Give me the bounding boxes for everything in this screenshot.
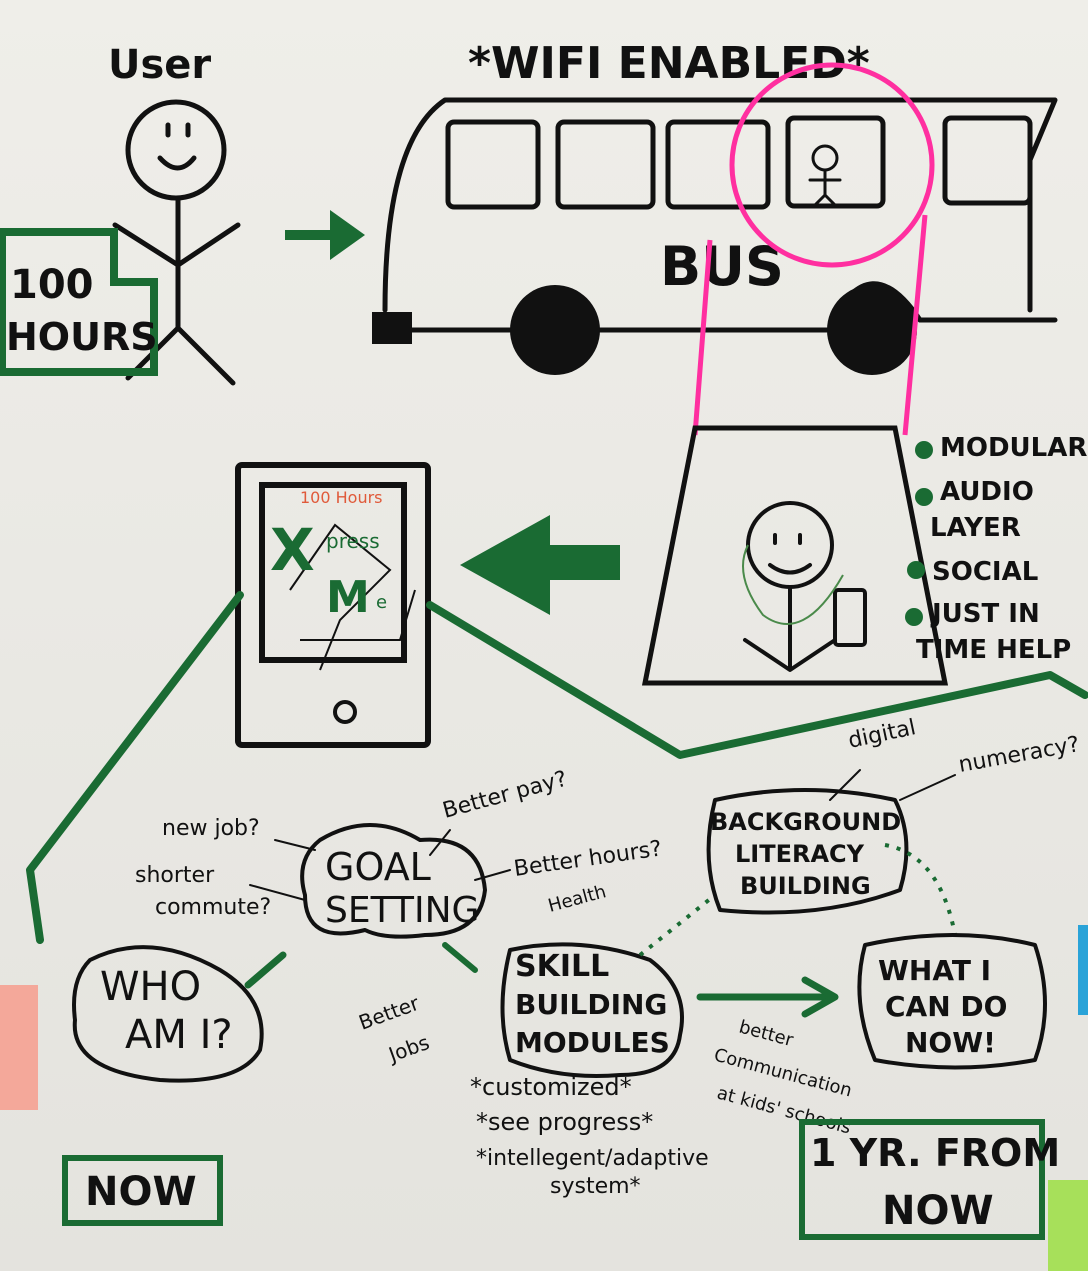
arrow-left-icon — [460, 515, 620, 615]
outcome-bubble — [857, 933, 1047, 1070]
goal-shorter: shorter — [135, 863, 215, 888]
goal-better-hours: Better hours? — [512, 836, 663, 881]
bg-line2: LITERACY — [735, 840, 865, 868]
one-year-line1: 1 YR. FROM — [810, 1131, 1060, 1175]
goal-commute: commute? — [155, 895, 271, 920]
outcome-line1: WHAT I — [878, 954, 991, 987]
badge-line2: HOURS — [6, 315, 158, 359]
skill-comm1: better — [737, 1017, 796, 1052]
passenger-icon — [808, 144, 842, 207]
note-adaptive: *intellegent/adaptive — [476, 1146, 709, 1171]
now-box — [62, 1155, 223, 1226]
bg-line3: BUILDING — [740, 872, 871, 900]
bus-bumper — [372, 312, 412, 344]
goal-line1: GOAL — [325, 845, 431, 889]
arrow-right-icon — [285, 210, 365, 260]
logo-press: press — [326, 529, 380, 553]
one-year-line2: NOW — [882, 1188, 994, 1234]
note-progress: *see progress* — [476, 1108, 653, 1136]
arrow-up-right-icon — [244, 951, 287, 989]
one-year-box — [799, 1119, 1045, 1240]
goal-setting-bubble — [300, 823, 487, 939]
pink-sticky-note — [0, 985, 38, 1110]
blue-sticky-note — [1078, 925, 1088, 1015]
skill-building-bubble — [500, 942, 684, 1078]
arrow-down-right-icon — [442, 942, 478, 973]
feature-modular: MODULAR — [940, 433, 1087, 463]
user-label: User — [108, 42, 211, 88]
arrowhead-icon — [801, 976, 839, 1018]
logo-e: e — [376, 592, 387, 613]
background-literacy-bubble — [706, 788, 909, 915]
outcome-line2: CAN DO — [885, 990, 1007, 1023]
100-hours-badge: 100 HOURS — [0, 228, 158, 376]
dotted-arrow — [638, 893, 717, 957]
skill-line2: BUILDING — [515, 988, 667, 1021]
phone-hours-text: 100 Hours — [300, 488, 383, 507]
logo-x: X — [270, 516, 315, 584]
goal-new-job: new job? — [162, 816, 260, 841]
bus-label: BUS — [660, 235, 784, 298]
journey-path — [26, 591, 1088, 944]
bus-wheel — [827, 285, 917, 375]
bg-connectors — [829, 769, 956, 801]
wifi-enabled-label: *WIFI ENABLED* — [468, 38, 870, 89]
who-line1: WHO — [100, 964, 201, 1010]
bus-wheel — [510, 285, 600, 375]
earphone-cord — [742, 544, 844, 625]
bg-numeracy: numeracy? — [957, 732, 1082, 778]
user-stick-figure-icon — [112, 99, 241, 386]
goal-better-pay: Better pay? — [440, 767, 570, 824]
goal-line2: SETTING — [325, 890, 479, 931]
feature-layer: LAYER — [930, 513, 1021, 543]
feature-just-in: JUST IN — [930, 599, 1040, 629]
feature-time-help: TIME HELP — [916, 635, 1071, 665]
skill-line1: SKILL — [515, 949, 609, 984]
zoomed-window — [641, 425, 949, 686]
bg-line1: BACKGROUND — [710, 808, 901, 836]
zoom-highlight — [692, 62, 935, 436]
skill-better: Better — [356, 991, 423, 1035]
outcome-line3: NOW! — [905, 1026, 996, 1059]
feature-list: MODULAR AUDIO LAYER SOCIAL JUST IN TIME … — [905, 433, 1087, 665]
skill-line3: MODULES — [515, 1026, 670, 1059]
green-sticky-note — [1048, 1180, 1088, 1271]
who-line2: AM I? — [125, 1012, 233, 1058]
bg-digital: digital — [846, 715, 918, 754]
skill-health: Health — [546, 881, 609, 917]
skill-jobs: Jobs — [384, 1030, 433, 1067]
badge-line1: 100 — [10, 262, 94, 308]
feature-audio: AUDIO — [940, 477, 1034, 507]
goal-connectors — [249, 829, 511, 901]
who-am-i-bubble — [72, 945, 264, 1083]
now-label: NOW — [85, 1169, 197, 1215]
note-customized: *customized* — [470, 1073, 632, 1101]
listener-figure-icon — [743, 501, 867, 672]
feature-social: SOCIAL — [932, 557, 1038, 587]
note-system: system* — [550, 1174, 641, 1199]
home-button-icon — [333, 700, 357, 724]
logo-m: M — [326, 572, 370, 623]
dotted-arrow — [884, 843, 957, 936]
phone-app-mockup: 100 Hours X press M e — [235, 462, 431, 748]
